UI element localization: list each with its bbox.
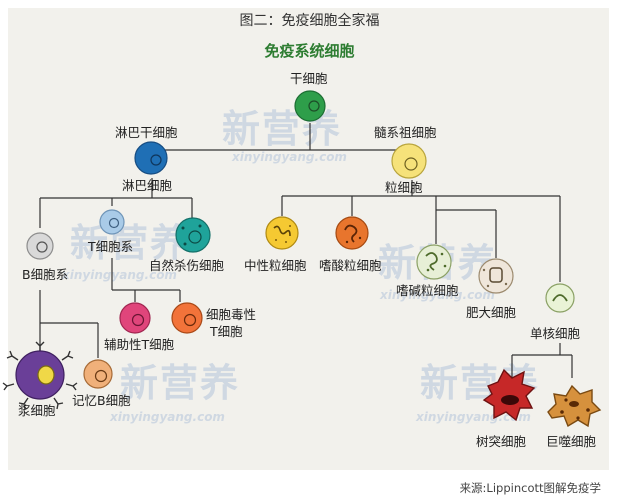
label-plasma-cell: 浆细胞 (18, 403, 56, 418)
label-b-lineage: B细胞系 (22, 267, 69, 282)
b-lineage-cell (26, 232, 54, 260)
connector-lines (39, 123, 573, 378)
basophil-cell (416, 244, 452, 280)
label-basophil: 嗜碱粒细胞 (396, 283, 459, 298)
plasma-cell (2, 341, 78, 410)
t-lineage-cell (99, 209, 125, 235)
eosinophil-cell (335, 216, 369, 250)
helper-t-cell (119, 302, 151, 334)
diagram-title: 免疫系统细胞 (264, 42, 355, 60)
macrophage-cell (547, 384, 602, 428)
label-t-lineage: T细胞系 (88, 239, 134, 254)
cytotoxic-t-cell (171, 302, 203, 334)
memory-b-cell (83, 359, 113, 389)
label-helper-t: 辅助性T细胞 (104, 337, 175, 352)
label-neutrophil: 中性粒细胞 (244, 258, 307, 273)
label-memory-b: 记忆B细胞 (72, 393, 131, 408)
label-monocyte: 单核细胞 (530, 326, 581, 341)
stem-cell (294, 90, 326, 122)
nk-cell (175, 217, 211, 253)
lymphoid-stem-cell (134, 141, 168, 175)
mast-cell (478, 258, 514, 294)
label-stem-cell: 干细胞 (290, 71, 328, 86)
monocyte-cell (545, 283, 575, 313)
source-credit: 来源:Lippincott图解免疫学 (459, 481, 601, 495)
figure-title: 图二：免疫细胞全家福 (239, 13, 380, 29)
dendritic-cell (482, 368, 536, 422)
label-myeloid-stem: 髓系祖细胞 (374, 125, 437, 140)
label-cytotoxic-t-line1: 细胞毒性 (206, 307, 257, 322)
label-macrophage: 巨噬细胞 (546, 434, 597, 449)
label-mast-cell: 肥大细胞 (466, 305, 517, 320)
label-cytotoxic-t-line2: T细胞 (210, 324, 243, 339)
label-granulocyte: 粒细胞 (385, 180, 423, 195)
myeloid-progenitor-cell (391, 143, 427, 179)
label-nk-cell: 自然杀伤细胞 (149, 258, 225, 273)
label-lymphoid-stem: 淋巴干细胞 (115, 125, 178, 140)
neutrophil-cell (265, 216, 299, 250)
label-dendritic: 树突细胞 (476, 434, 527, 449)
label-eosinophil: 嗜酸粒细胞 (319, 258, 382, 273)
label-lymphocyte: 淋巴细胞 (122, 178, 173, 193)
